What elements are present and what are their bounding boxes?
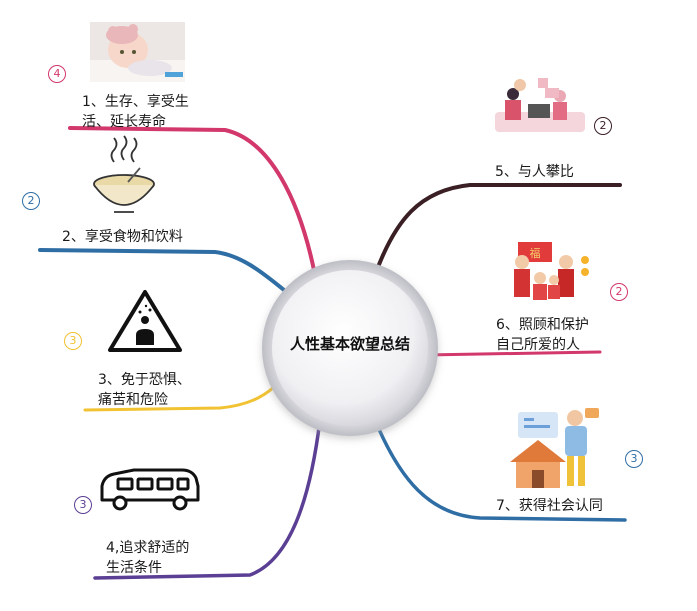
family-icon: 福 <box>514 242 589 300</box>
porridge-bowl-icon <box>93 135 155 213</box>
social-recognition-icon <box>510 408 599 488</box>
branch-label-2: 2、享受食物和饮料 <box>62 229 183 245</box>
branch-label-6: 6、照顾和保护 自己所爱的人 <box>496 317 589 353</box>
branch-label-1: 1、生存、享受生 活、延长寿命 <box>82 94 189 130</box>
branch-label-5: 5、与人攀比 <box>495 164 574 180</box>
baby-photo-icon <box>90 22 185 82</box>
office-people-icon <box>495 78 585 132</box>
branch-line-7 <box>373 418 627 522</box>
priority-badge-4: 3 <box>74 496 92 514</box>
center-title: 人性基本欲望总结 <box>289 335 410 353</box>
branch-line-6 <box>423 350 602 357</box>
priority-badge-7: 3 <box>625 450 643 468</box>
warning-sign-icon <box>108 290 182 352</box>
branch-line-2 <box>38 248 292 297</box>
branch-line-5 <box>373 183 622 277</box>
limousine-icon <box>100 468 200 511</box>
center-node <box>262 260 438 436</box>
priority-badge-3: 3 <box>64 332 82 350</box>
branch-line-4 <box>93 418 322 580</box>
svg-text:福: 福 <box>530 246 541 260</box>
priority-badge-5: 2 <box>594 117 612 135</box>
branch-label-7: 7、获得社会认同 <box>496 498 603 514</box>
branch-line-1 <box>68 126 317 277</box>
priority-badge-2: 2 <box>22 192 40 210</box>
branch-label-4: 4,追求舒适的 生活条件 <box>106 540 190 576</box>
priority-badge-1: 4 <box>48 65 66 83</box>
priority-badge-6: 2 <box>610 283 628 301</box>
branch-label-3: 3、免于恐惧、 痛苦和危险 <box>98 372 191 408</box>
